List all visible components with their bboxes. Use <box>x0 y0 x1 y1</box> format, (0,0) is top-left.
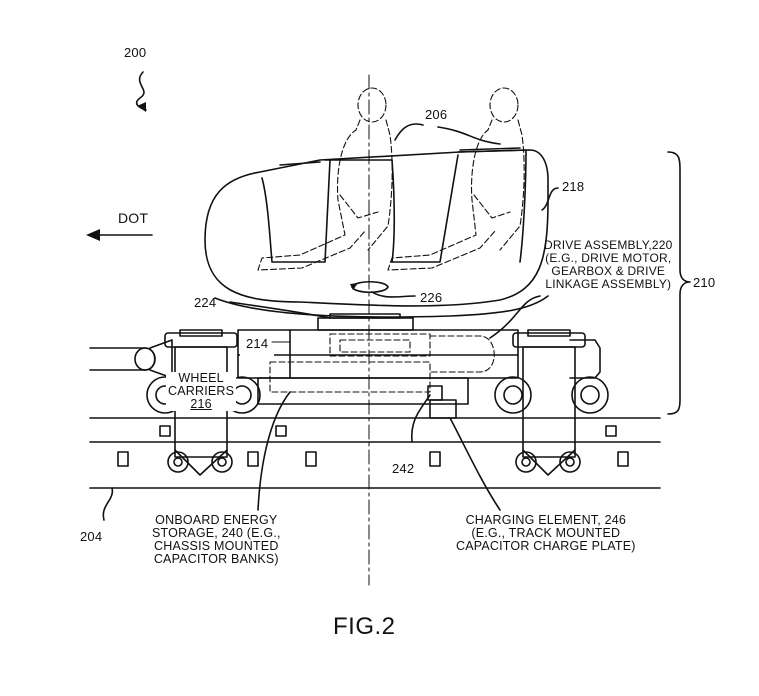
leader-220 <box>489 295 541 339</box>
seat-rim <box>279 147 521 166</box>
ref-224: 224 <box>194 295 217 310</box>
ref-200: 200 <box>124 45 147 60</box>
ref-226: 226 <box>420 290 443 305</box>
callout-energy-storage-line-4: CAPACITOR BANKS) <box>153 552 279 566</box>
ref-214: 214 <box>246 336 269 351</box>
ref-206: 206 <box>425 107 448 122</box>
callout-charging-element-line-3: CAPACITOR CHARGE PLATE) <box>456 539 636 553</box>
leader-226 <box>371 291 416 298</box>
track-rail <box>89 417 661 489</box>
leader-206-a <box>394 123 424 141</box>
callout-energy-storage-line-1: ONBOARD ENERGY <box>155 513 278 527</box>
callout-wheel-carriers-ref: 216 <box>190 397 212 411</box>
leader-242 <box>410 394 431 443</box>
callout-energy-storage-line-3: CHASSIS MOUNTED <box>154 539 279 553</box>
chassis <box>237 329 519 405</box>
callout-drive-assembly-line-2: (E.G., DRIVE MOTOR, <box>545 251 672 265</box>
leader-240 <box>257 391 291 511</box>
ref-204: 204 <box>80 529 103 544</box>
callout-energy-storage-line-2: STORAGE, 240 (E.G., <box>152 526 281 540</box>
ref-242: 242 <box>392 461 415 476</box>
passenger-outline-front <box>257 87 393 271</box>
rotation-arrowhead <box>350 283 358 290</box>
charging-element <box>427 385 457 419</box>
leader-246 <box>449 417 501 511</box>
direction-arrowhead <box>86 229 100 241</box>
callout-drive-assembly-line-4: LINKAGE ASSEMBLY) <box>545 277 672 291</box>
leader-218 <box>541 187 559 211</box>
direction-label: DOT <box>118 210 149 226</box>
coupler-right <box>569 339 601 379</box>
callout-wheel-carriers-line-2: CARRIERS <box>168 384 235 398</box>
callout-wheel-carriers-line-1: WHEEL <box>178 371 224 385</box>
ref-218: 218 <box>562 179 585 194</box>
callout-charging-element: CHARGING ELEMENT, 246 (E.G., TRACK MOUNT… <box>456 514 636 553</box>
callout-wheel-carriers: WHEEL CARRIERS 216 <box>166 371 237 411</box>
leader-206-b <box>437 126 501 145</box>
callout-charging-element-line-2: (E.G., TRACK MOUNTED <box>471 526 621 540</box>
callout-drive-assembly: DRIVE ASSEMBLY,220 (E.G., DRIVE MOTOR, G… <box>544 239 673 291</box>
ref-210: 210 <box>693 275 716 290</box>
leader-204 <box>102 487 114 521</box>
brace-210 <box>667 151 691 415</box>
callout-energy-storage: ONBOARD ENERGY STORAGE, 240 (E.G., CHASS… <box>152 514 281 566</box>
wheel-carrier-right <box>494 329 609 476</box>
rotation-symbol <box>351 280 389 294</box>
callout-charging-element-line-1: CHARGING ELEMENT, 246 <box>465 513 627 527</box>
figure-label: FIG.2 <box>333 613 396 640</box>
passenger-outline-rear <box>387 87 525 271</box>
leader-200-arrowhead <box>137 102 146 112</box>
drive-assembly-outline <box>269 333 495 393</box>
callout-drive-assembly-line-1: DRIVE ASSEMBLY,220 <box>544 238 673 252</box>
coupler-left <box>89 339 173 379</box>
leader-224 <box>229 301 331 319</box>
callout-drive-assembly-line-3: GEARBOX & DRIVE <box>551 264 666 278</box>
